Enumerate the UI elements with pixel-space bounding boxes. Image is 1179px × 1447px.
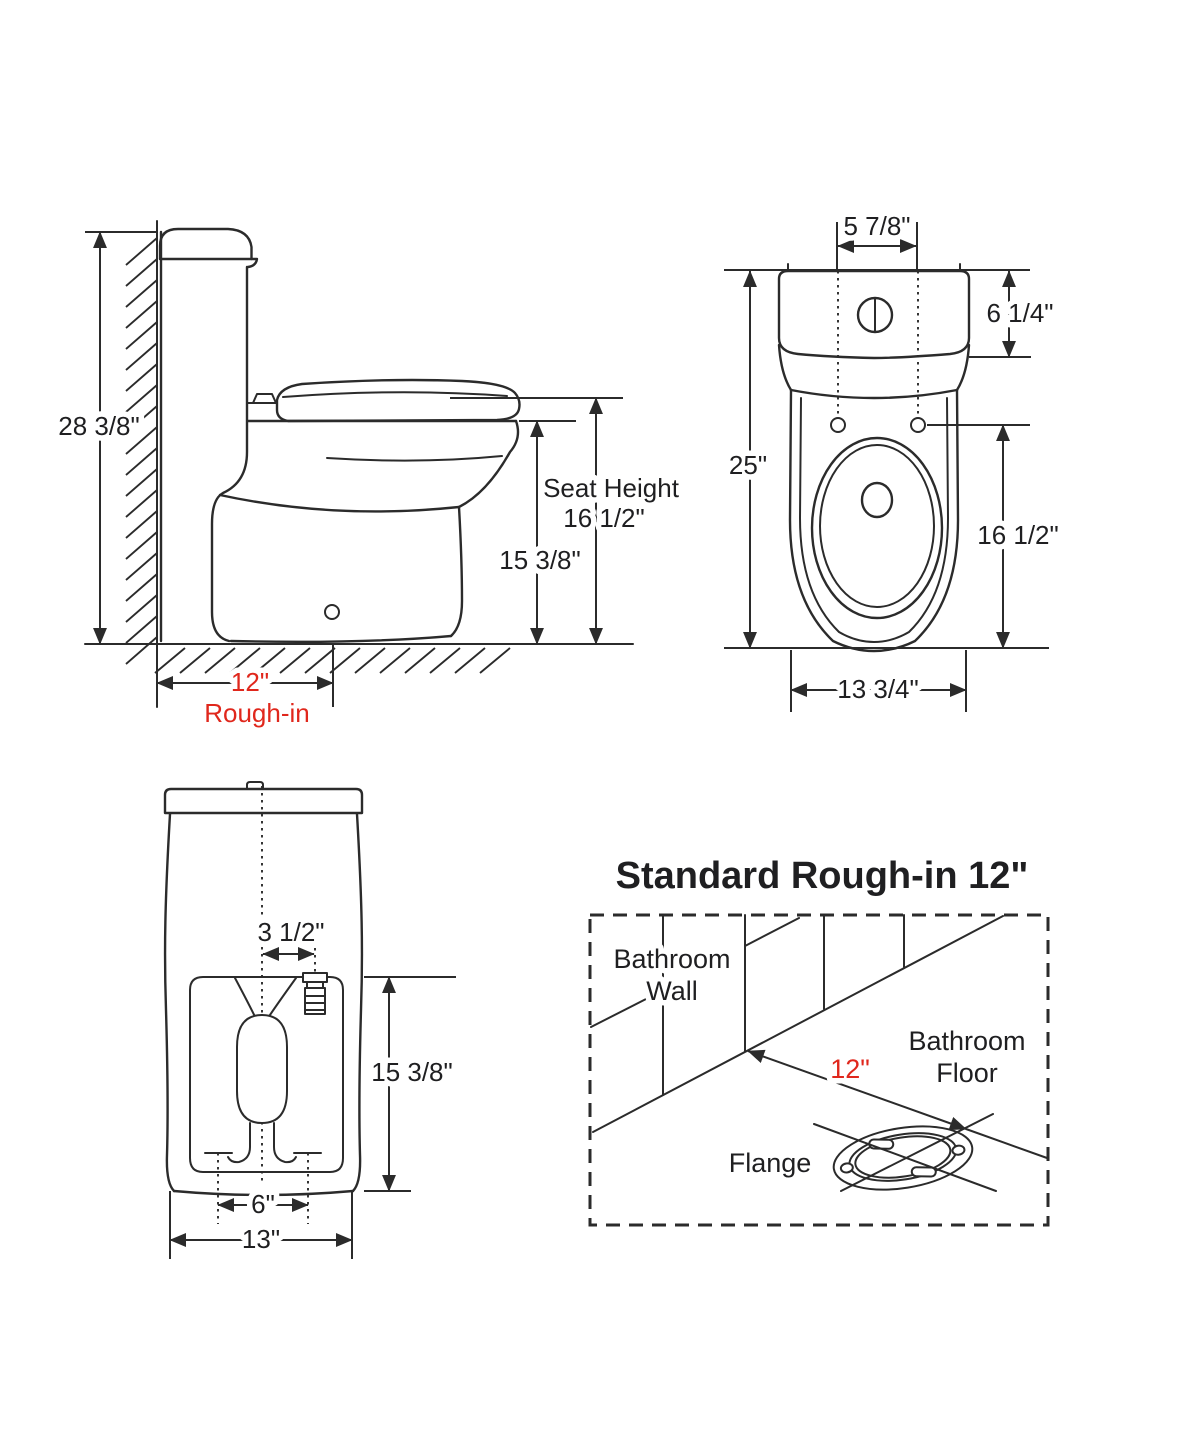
tank-shoulder-curves <box>777 343 971 392</box>
trapway-leg-left <box>227 1122 251 1164</box>
floor-hatching <box>154 647 511 674</box>
base-width-extension-lines <box>169 1191 353 1259</box>
trapway-capsule <box>236 1014 288 1124</box>
bathroom-floor-label-line2: Floor <box>936 1058 998 1088</box>
side-view-dimensions: 28 3/8" Seat Height 16 1/2" 15 3/8" 12" … <box>53 231 685 728</box>
seat-hinge-bump <box>252 393 277 404</box>
tank-lid-lip <box>158 257 259 269</box>
seat-opening-inner <box>819 444 935 608</box>
wall-grout-lines <box>590 917 800 1028</box>
bowl-width-extension-lines <box>790 650 967 712</box>
bowl-height-label: 15 3/8" <box>499 545 581 575</box>
bowl-width-label: 13 3/4" <box>837 674 919 704</box>
bathroom-wall-label-line2: Wall <box>646 976 698 1006</box>
rough-in-text-label: Rough-in <box>204 698 310 728</box>
rough-in-distance-extension <box>965 1128 1048 1159</box>
foot-spacing-dotted-lines <box>217 1153 309 1224</box>
rear-body-right-edge <box>351 812 364 1193</box>
toilet-rear-outline <box>163 781 364 1197</box>
rough-in-dashed-border <box>588 913 1050 1227</box>
water-spot-oval <box>860 481 894 519</box>
rough-in-diagram: Standard Rough-in 12" 12" Bathroom Wall … <box>588 855 1050 1227</box>
bowl-outer-outline <box>788 388 960 653</box>
bowl-front-outline <box>449 419 520 638</box>
wall-hatching <box>125 237 158 665</box>
bolt-hole-left <box>830 417 846 433</box>
trap-height-label: 15 3/8" <box>371 1057 453 1087</box>
flange-inner-ring <box>854 1135 952 1179</box>
overall-height-label: 28 3/8" <box>58 411 140 441</box>
seat-seam-line <box>282 391 508 398</box>
tank-depth-label: 6 1/4" <box>986 298 1053 328</box>
trapway-leg-right <box>273 1122 297 1164</box>
seat-height-label: Seat Height <box>543 473 680 503</box>
flange-label: Flange <box>729 1148 812 1178</box>
supply-offset-label: 3 1/2" <box>257 917 324 947</box>
top-view: 5 7/8" 6 1/4" 25" 16 1/2" 13 3/4" <box>723 206 1064 712</box>
bolt-spacing-extension-lines <box>836 222 918 270</box>
base-bottom-line <box>229 634 453 644</box>
tank-front-pedestal <box>210 265 249 643</box>
rear-body-left-edge <box>163 812 176 1193</box>
seat-height-value: 16 1/2" <box>563 503 645 533</box>
bowl-inner-outline <box>799 397 949 643</box>
toilet-side-profile <box>158 227 521 644</box>
overall-depth-label: 25" <box>729 450 767 480</box>
flange-centerlines <box>813 1113 997 1192</box>
bolt-hole-right <box>910 417 926 433</box>
rear-view: 3 1/2" 15 3/8" 6" 13" <box>163 781 458 1260</box>
bowl-skirt-line <box>218 493 461 513</box>
wall-floor-junction-line <box>592 915 1004 1133</box>
supply-valve-thread-ridges <box>304 995 326 1011</box>
rear-lid-knob <box>246 781 264 790</box>
bathroom-wall-label-line1: Bathroom <box>613 944 730 974</box>
bolt-to-front-label: 16 1/2" <box>977 520 1059 550</box>
rough-in-title: Standard Rough-in 12" <box>616 855 1029 897</box>
flange-slot-bottom <box>910 1166 937 1178</box>
rough-in-value-label: 12" <box>231 667 269 697</box>
seat-opening-outer <box>810 436 944 620</box>
rear-tank-lid <box>163 787 364 815</box>
top-view-dimensions: 5 7/8" 6 1/4" 25" 16 1/2" 13 3/4" <box>723 206 1064 712</box>
rear-view-dimensions: 3 1/2" 15 3/8" 6" 13" <box>169 912 458 1260</box>
base-width-label: 13" <box>242 1224 280 1254</box>
supply-valve-flange <box>302 972 328 983</box>
rear-base-bottom <box>172 1189 355 1197</box>
seat-lid <box>275 378 521 423</box>
bowl-rim-curve <box>789 388 959 400</box>
foot-spacing-label: 6" <box>251 1189 275 1219</box>
toilet-top-outline <box>724 263 1030 653</box>
supply-valve-thread-body <box>304 987 326 1015</box>
rough-in-distance-label: 12" <box>830 1054 870 1084</box>
bowl-interior-line <box>326 455 503 462</box>
flange-bolt-hole-right <box>951 1144 966 1156</box>
side-view: 28 3/8" Seat Height 16 1/2" 15 3/8" 12" … <box>53 220 685 728</box>
bathroom-floor-label-line1: Bathroom <box>908 1026 1025 1056</box>
tank-lid <box>158 227 253 261</box>
wall-tile-lines <box>662 914 905 1096</box>
flange-slot-top <box>868 1138 895 1150</box>
bolt-spacing-label: 5 7/8" <box>843 211 910 241</box>
supply-valve <box>302 927 328 1015</box>
drain-cap-circle <box>324 604 340 620</box>
rough-in-distance-dim-line <box>747 1049 967 1131</box>
flange-bolt-hole-left <box>839 1162 854 1174</box>
rear-recessed-panel <box>189 976 344 1173</box>
